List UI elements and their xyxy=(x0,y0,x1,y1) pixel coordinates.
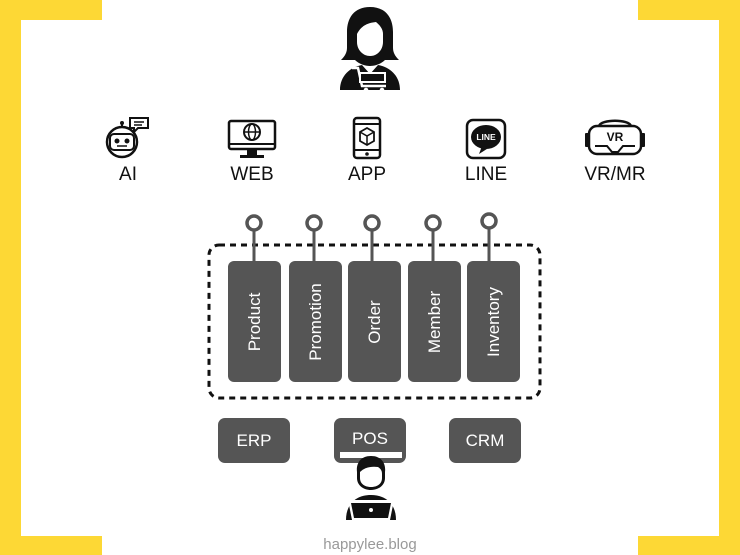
vr-headset-icon: VR xyxy=(585,119,645,156)
service-order: Order xyxy=(348,261,401,382)
service-label-order: Order xyxy=(364,299,384,344)
frame-bar-top-right xyxy=(638,0,740,20)
frame-bar-bottom-left xyxy=(0,536,102,555)
frame-bar-top-left xyxy=(0,0,102,20)
pin-inventory xyxy=(480,212,498,261)
line-app-icon: LINE xyxy=(465,118,507,160)
service-label-promotion: Promotion xyxy=(305,282,325,361)
channel-vr: VR VR/MR xyxy=(560,116,670,186)
channel-label-vr: VR/MR xyxy=(584,164,646,185)
channel-label-app: APP xyxy=(347,164,387,185)
channel-label-line: LINE xyxy=(464,164,508,185)
service-inventory: Inventory xyxy=(467,261,520,382)
system-label-erp: ERP xyxy=(236,430,272,450)
customer-cart-icon xyxy=(340,7,400,92)
service-promotion: Promotion xyxy=(289,261,342,382)
frame-bar-right xyxy=(719,0,740,555)
channel-label-ai: AI xyxy=(119,164,137,185)
channel-label-web: WEB xyxy=(230,164,274,185)
channel-web: WEB xyxy=(197,118,307,186)
frame-bar-bottom-right xyxy=(638,536,740,555)
pin-order xyxy=(363,214,381,261)
service-label-member: Member xyxy=(424,290,444,353)
footer-credit: happylee.blog xyxy=(323,536,417,553)
phone-box-icon xyxy=(352,116,382,160)
channel-line: LINE LINE xyxy=(431,118,541,186)
service-label-inventory: Inventory xyxy=(483,286,503,357)
line-icon-text: LINE xyxy=(476,132,496,142)
system-crm: CRM xyxy=(449,418,521,463)
pin-promotion xyxy=(305,214,323,261)
pin-product xyxy=(245,214,263,261)
service-label-product: Product xyxy=(244,292,264,351)
pin-member xyxy=(424,214,442,261)
robot-chat-icon xyxy=(105,117,149,159)
system-erp: ERP xyxy=(218,418,290,463)
service-member: Member xyxy=(408,261,461,382)
frame-bar-left xyxy=(0,0,21,555)
system-label-pos: POS xyxy=(352,428,388,448)
staff-laptop-icon xyxy=(340,452,402,520)
service-product: Product xyxy=(228,261,281,382)
channel-app: APP xyxy=(312,116,422,186)
channel-ai: AI xyxy=(73,116,183,186)
monitor-globe-icon xyxy=(227,119,277,158)
vr-icon-text: VR xyxy=(607,130,624,144)
system-label-crm: CRM xyxy=(465,430,505,450)
